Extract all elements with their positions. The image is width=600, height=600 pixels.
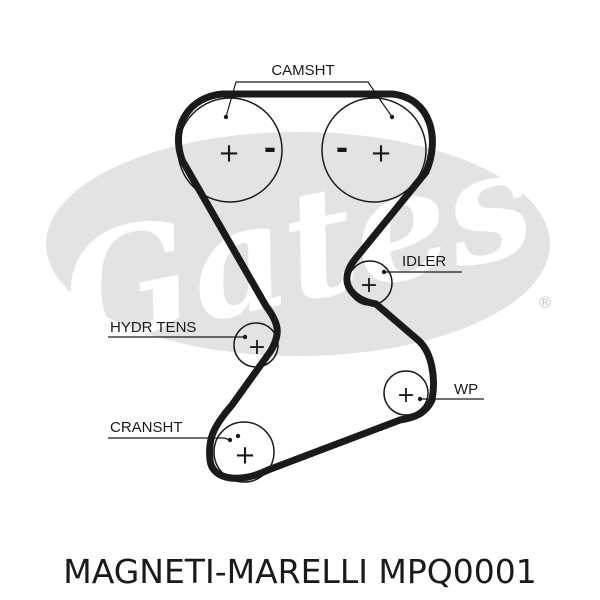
camshaft-leader-dot-right [389,114,395,120]
gates-logo-watermark: Gates ® [46,113,553,384]
hydraulic-tensioner-circle [233,322,279,368]
water-pump-callout: WP [417,381,484,402]
hydraulic-tensioner-pulley: + [233,322,279,368]
camshaft-leader-dot-left [223,114,229,120]
water-pump-leader-dot [417,396,423,402]
idler-leader-dot [381,269,387,275]
camshaft-pulley-left-circle [177,97,283,203]
timing-belt [175,90,437,482]
camshaft-leader [225,81,393,118]
water-pump-label: WP [454,381,478,398]
hydraulic-tensioner-plus: + [248,335,266,360]
water-pump-plus: + [397,383,415,408]
gates-logo-oval [46,132,550,356]
crankshaft-circle [213,421,275,483]
crankshaft-label: CRANSHT [110,419,183,436]
hydraulic-tensioner-label: HYDR TENS [110,319,196,336]
idler-callout: IDLER [381,253,462,275]
idler-label: IDLER [402,253,446,270]
crankshaft-pulley: + [213,421,275,483]
water-pump-pulley: + [383,370,429,416]
water-pump-circle [383,370,429,416]
crankshaft-plus: + [234,441,256,471]
camshaft-right-minus: - [336,132,348,167]
hydraulic-tensioner-callout: HYDR TENS [108,319,248,340]
camshaft-left-minus: - [264,132,276,167]
camshaft-pulley-left: + - [177,97,283,203]
hydraulic-tensioner-leader-dot [242,334,248,340]
registered-mark: ® [537,293,553,312]
camshaft-left-plus: + [218,139,240,169]
idler-plus: + [360,273,378,298]
crankshaft-timing-mark [235,433,241,439]
idler-pulley-circle [347,260,393,306]
camshaft-label: CAMSHT [271,62,334,79]
crankshaft-callout: CRANSHT [108,419,233,443]
camshaft-pulley-right-circle [321,97,427,203]
camshaft-right-plus: + [370,139,392,169]
camshaft-pulley-right: - + [321,97,427,203]
camshaft-callout: CAMSHT [223,62,395,120]
part-caption: MAGNETI-MARELLI MPQ0001 [63,552,537,591]
crankshaft-leader-dot [227,437,233,443]
idler-pulley: + [347,260,393,306]
